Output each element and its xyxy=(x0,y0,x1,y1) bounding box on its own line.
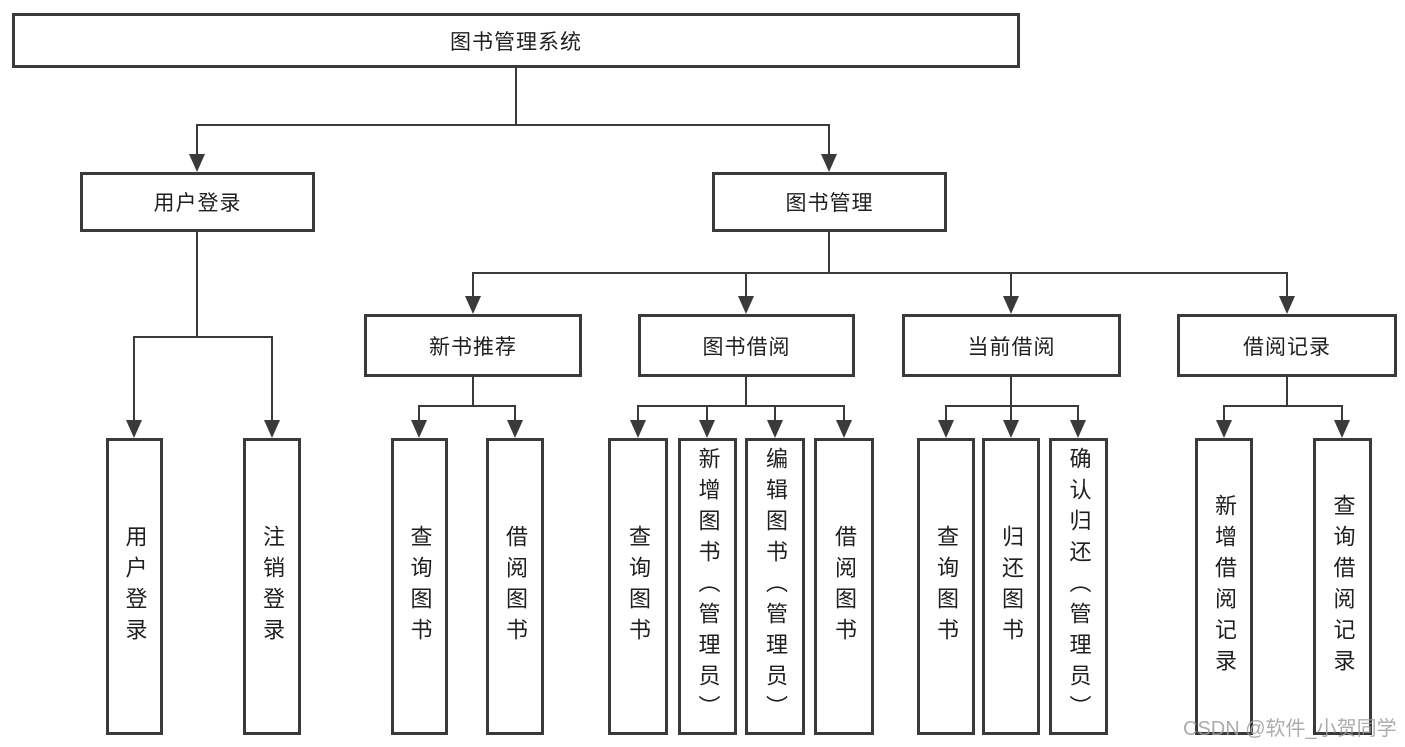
connector-line xyxy=(196,124,198,157)
connector-line xyxy=(271,336,273,423)
node-book-borrow-label: 图书借阅 xyxy=(702,335,791,359)
connector-line xyxy=(1010,405,1012,423)
connector-line xyxy=(1223,405,1225,423)
connector-line xyxy=(1010,377,1012,407)
connector-arrow-icon xyxy=(821,154,837,172)
leaf-borrow-edit-books-admin: 编辑图书（管理员） xyxy=(745,438,805,735)
connector-line xyxy=(472,272,474,299)
connector-arrow-icon xyxy=(264,420,280,438)
leaf-borrow-query-books-label: 查询图书 xyxy=(626,524,651,649)
leaf-records-add-record-label: 新增借阅记录 xyxy=(1212,493,1237,680)
connector-arrow-icon xyxy=(836,420,852,438)
connector-line xyxy=(843,405,845,423)
node-book-management: 图书管理 xyxy=(712,172,947,232)
connector-line xyxy=(1341,405,1343,423)
connector-arrow-icon xyxy=(630,420,646,438)
leaf-current-query-books: 查询图书 xyxy=(917,438,975,735)
connector-arrow-icon xyxy=(1334,420,1350,438)
connector-line xyxy=(472,272,1288,274)
connector-line xyxy=(637,405,639,423)
connector-arrow-icon xyxy=(1003,420,1019,438)
connector-line xyxy=(745,272,747,299)
leaf-borrow-borrow-books: 借阅图书 xyxy=(814,438,874,735)
connector-arrow-icon xyxy=(938,420,954,438)
connector-line xyxy=(706,405,708,423)
csdn-watermark: CSDN @软件_小贺同学 xyxy=(1183,718,1397,740)
connector-line xyxy=(196,124,830,126)
leaf-current-return-books-label: 归还图书 xyxy=(999,524,1024,649)
connector-line xyxy=(196,232,198,338)
connector-arrow-icon xyxy=(126,420,142,438)
connector-line xyxy=(133,336,273,338)
leaf-logout: 注销登录 xyxy=(243,438,301,735)
connector-line xyxy=(472,377,474,407)
leaf-newbook-borrow-books: 借阅图书 xyxy=(486,438,544,735)
connector-arrow-icon xyxy=(1003,296,1019,314)
connector-arrow-icon xyxy=(699,420,715,438)
connector-arrow-icon xyxy=(1070,420,1086,438)
node-current-borrow-label: 当前借阅 xyxy=(967,335,1056,359)
connector-line xyxy=(828,232,830,274)
leaf-user-login-label: 用户登录 xyxy=(122,524,148,649)
connector-line xyxy=(418,405,420,423)
connector-line xyxy=(774,405,776,423)
connector-arrow-icon xyxy=(507,420,523,438)
connector-line xyxy=(1286,272,1288,299)
leaf-newbook-query-books-label: 查询图书 xyxy=(407,524,433,649)
node-new-book-recommend-label: 新书推荐 xyxy=(429,335,517,359)
node-root: 图书管理系统 xyxy=(12,13,1020,68)
leaf-records-query-record: 查询借阅记录 xyxy=(1313,438,1372,735)
connector-arrow-icon xyxy=(189,154,205,172)
connector-line xyxy=(1286,377,1288,407)
connector-line xyxy=(133,336,135,423)
connector-arrow-icon xyxy=(767,420,783,438)
node-new-book-recommend: 新书推荐 xyxy=(364,314,582,377)
node-user-login-label: 用户登录 xyxy=(153,192,242,215)
node-borrow-records: 借阅记录 xyxy=(1177,314,1397,377)
node-book-borrow: 图书借阅 xyxy=(638,314,855,377)
connector-line xyxy=(418,405,516,407)
leaf-borrow-edit-books-admin-label: 编辑图书（管理员） xyxy=(763,447,788,726)
connector-line xyxy=(945,405,947,423)
connector-arrow-icon xyxy=(465,296,481,314)
leaf-user-login: 用户登录 xyxy=(106,438,163,735)
connector-line xyxy=(1223,405,1343,407)
connector-arrow-icon xyxy=(1216,420,1232,438)
connector-line xyxy=(1010,272,1012,299)
leaf-records-add-record: 新增借阅记录 xyxy=(1195,438,1253,735)
connector-line xyxy=(515,68,517,126)
leaf-current-confirm-return-admin: 确认归还（管理员） xyxy=(1049,438,1108,735)
leaf-logout-label: 注销登录 xyxy=(260,524,285,649)
leaf-borrow-add-books-admin-label: 新增图书（管理员） xyxy=(695,447,721,726)
node-root-label: 图书管理系统 xyxy=(450,30,582,54)
connector-line xyxy=(1077,405,1079,423)
node-current-borrow: 当前借阅 xyxy=(902,314,1121,377)
node-book-management-label: 图书管理 xyxy=(785,192,874,215)
leaf-newbook-query-books: 查询图书 xyxy=(391,438,448,735)
leaf-borrow-add-books-admin: 新增图书（管理员） xyxy=(678,438,737,735)
connector-arrow-icon xyxy=(1279,296,1295,314)
node-borrow-records-label: 借阅记录 xyxy=(1243,335,1331,359)
leaf-current-return-books: 归还图书 xyxy=(982,438,1040,735)
connector-line xyxy=(637,405,845,407)
connector-line xyxy=(514,405,516,423)
connector-line xyxy=(828,124,830,157)
leaf-borrow-query-books: 查询图书 xyxy=(608,438,668,735)
leaf-current-query-books-label: 查询图书 xyxy=(934,524,959,649)
connector-arrow-icon xyxy=(738,296,754,314)
leaf-current-confirm-return-admin-label: 确认归还（管理员） xyxy=(1066,447,1092,726)
connector-line xyxy=(945,405,1079,407)
connector-line xyxy=(745,377,747,407)
leaf-borrow-borrow-books-label: 借阅图书 xyxy=(832,524,857,649)
leaf-records-query-record-label: 查询借阅记录 xyxy=(1330,493,1356,680)
node-user-login: 用户登录 xyxy=(80,172,315,232)
connector-arrow-icon xyxy=(411,420,427,438)
leaf-newbook-borrow-books-label: 借阅图书 xyxy=(503,524,528,649)
